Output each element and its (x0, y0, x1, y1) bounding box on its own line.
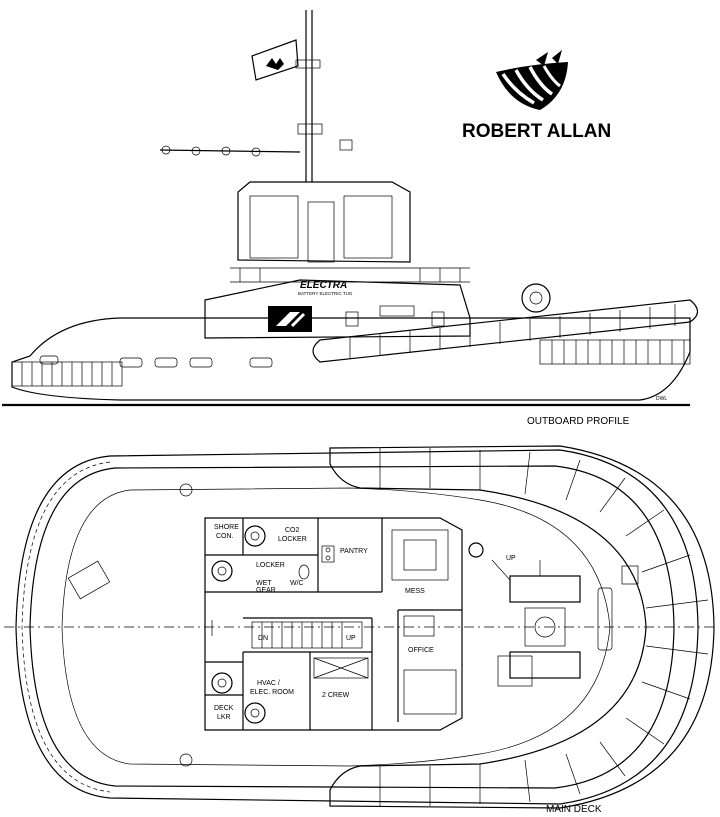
hvac-label-1: HVAC / (257, 680, 280, 687)
hose-reel-icon (211, 560, 233, 582)
co2-locker-label-1: CO2 (285, 527, 300, 534)
mess-label: MESS (405, 588, 425, 595)
galley-stove-icon (321, 545, 335, 563)
crew-label: 2 CREW (322, 692, 350, 699)
tow-winch-plan-icon (497, 560, 581, 687)
bulwark-openings (39, 355, 273, 368)
bow-fender-ring (329, 445, 715, 809)
deckhouse-window (431, 311, 445, 327)
cylindrical-fender (312, 299, 699, 363)
stern-fender-slats (21, 362, 113, 386)
logo-wordmark: ROBERT ALLAN (462, 121, 611, 142)
mast (159, 10, 353, 182)
shore-con-label-2: CON. (216, 533, 234, 540)
vessel-subtitle: BATTERY ELECTRIC TUG (298, 291, 353, 296)
cylindrical-fender-segments (349, 304, 676, 359)
towline-reel-icon (67, 560, 111, 600)
wheelhouse (237, 181, 411, 263)
deckhouse-plan (204, 517, 463, 731)
capstan-icon (468, 542, 511, 581)
deckhouse-window (345, 311, 359, 327)
logo-emblem-icon (496, 50, 568, 110)
stern-fender-line (21, 461, 111, 793)
deck-locker-label-2: LKR (217, 714, 231, 721)
robert-allan-logo: ROBERT ALLAN (462, 50, 611, 142)
co2-locker-label-2: LOCKER (278, 536, 307, 543)
room-walls (205, 518, 462, 730)
stern-fender (11, 361, 123, 387)
outboard-profile-view: ELECTRA BATTERY ELECTRIC TUG (2, 10, 699, 427)
deck-hatch (621, 565, 639, 585)
office-label: OFFICE (408, 647, 434, 654)
fender-ring-segments (379, 448, 709, 806)
bow-fender (539, 339, 691, 365)
wheelhouse-door (307, 201, 335, 263)
mess-table (391, 529, 449, 581)
stair-up-label: UP (346, 635, 356, 642)
office-desk (403, 615, 457, 715)
wheelhouse-window (249, 195, 299, 259)
wheelhouse-window (343, 195, 393, 259)
bollard-icon (179, 483, 193, 767)
upper-railing (230, 267, 470, 283)
shore-con-label-1: SHORE (214, 524, 239, 531)
wc-label: W/C (290, 580, 304, 587)
profile-caption: OUTBOARD PROFILE (527, 416, 630, 427)
deck-inner-line (29, 465, 675, 789)
locker-label: LOCKER (256, 562, 285, 569)
canadian-flag-icon (251, 39, 299, 81)
deck-caption: MAIN DECK (546, 804, 602, 815)
stair-down-label: DN (258, 635, 268, 642)
hose-reel-icon (244, 702, 266, 724)
wet-gear-label-2: GEAR (256, 587, 276, 594)
crew-bunk (313, 657, 369, 679)
toilet-icon (298, 564, 310, 580)
electra-hull-logo (268, 306, 312, 332)
deckhouse (204, 279, 471, 339)
pantry-label: PANTRY (340, 548, 368, 555)
hvac-label-2: ELEC. ROOM (250, 689, 294, 696)
deck-locker-label-1: DECK (214, 705, 234, 712)
hose-reel-icon (211, 672, 233, 694)
hose-reel-icon (244, 525, 266, 547)
bow-bitt (597, 587, 613, 651)
hull-outline (11, 317, 691, 401)
wet-gear-label-1: WET (256, 580, 272, 587)
bulwark-inner-line (61, 487, 611, 767)
hatch-up-label: UP (506, 555, 516, 562)
deck-hull-outline (15, 449, 699, 805)
deckhouse-badge (379, 305, 415, 317)
vessel-name: ELECTRA (300, 280, 347, 291)
stair-flight (251, 621, 363, 649)
draft-mark: DWL (656, 396, 667, 402)
tow-winch-icon (521, 283, 551, 313)
main-deck-plan: DN UP SHORE CON. CO2 LOCKER LOCKER WET G… (4, 445, 716, 815)
bow-fender-slats (551, 340, 685, 364)
